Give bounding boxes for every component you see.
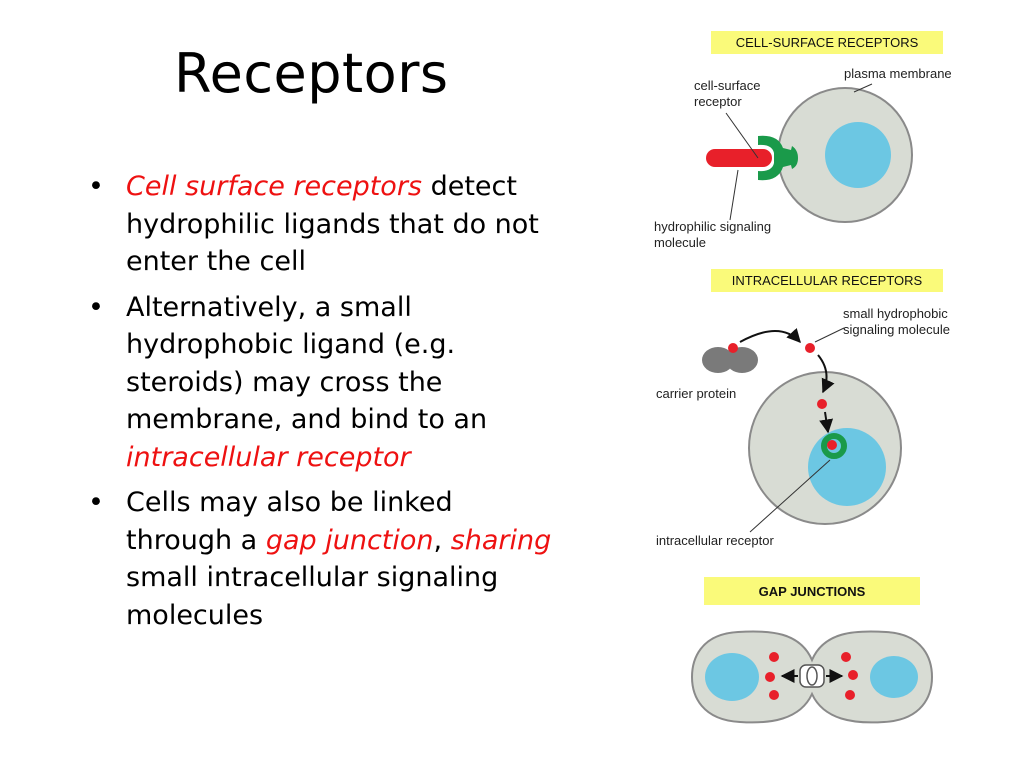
label-cell-surface-receptor-2: receptor xyxy=(694,94,742,109)
panel-3-header-box xyxy=(704,577,920,605)
arrow-release xyxy=(739,327,801,344)
bullet-marker: • xyxy=(88,291,104,323)
panel-gap-junctions: GAP JUNCTIONS xyxy=(690,577,934,724)
ligand-in-cytoplasm xyxy=(817,399,827,409)
gap-junction-pore xyxy=(806,666,818,686)
label-small-hydrophobic-2: signaling molecule xyxy=(843,322,950,337)
panel-2-header-box xyxy=(711,269,943,292)
signal-molecule-r1 xyxy=(841,652,851,662)
carrier-protein-left xyxy=(702,347,734,373)
panel-1-header: CELL-SURFACE RECEPTORS xyxy=(736,35,919,50)
leader-receptor xyxy=(725,112,759,159)
label-small-hydrophobic-1: small hydrophobic xyxy=(843,306,948,321)
arrow-to-receptor xyxy=(819,411,834,434)
bullet-marker: • xyxy=(88,487,104,518)
signal-molecule-l2 xyxy=(765,672,775,682)
bullet-2-emphasis: intracellular receptor xyxy=(126,441,411,473)
bullet-item-intracellular: • Alternatively, a small hydrophobic lig… xyxy=(88,289,558,477)
leader-intracellular xyxy=(749,459,831,533)
arrow-entry xyxy=(817,354,835,394)
carrier-protein-right xyxy=(726,347,758,373)
signal-molecule-r2 xyxy=(848,670,858,680)
label-carrier-protein: carrier protein xyxy=(656,386,736,401)
signal-molecule-l1 xyxy=(769,652,779,662)
receptor-figure: CELL-SURFACE RECEPTORS cell-surface rece… xyxy=(640,20,1024,740)
label-hydrophilic-molecule-2: molecule xyxy=(654,235,706,250)
bullet-item-cell-surface: • Cell surface receptors detect hydrophi… xyxy=(88,168,558,281)
free-ligand xyxy=(805,343,815,353)
ligand-on-carrier xyxy=(728,343,738,353)
cell-surface-receptor-shape xyxy=(758,135,798,181)
receptor-diagram-svg: CELL-SURFACE RECEPTORS cell-surface rece… xyxy=(654,31,952,724)
nucleus-2 xyxy=(808,428,886,506)
leader-molecule xyxy=(729,169,739,221)
nucleus-left xyxy=(705,653,759,701)
label-intracellular-receptor: intracellular receptor xyxy=(656,533,774,548)
panel-cell-surface: CELL-SURFACE RECEPTORS cell-surface rece… xyxy=(654,31,952,250)
panel-2-header: INTRACELLULAR RECEPTORS xyxy=(732,273,923,288)
bullet-1-emphasis: Cell surface receptors xyxy=(126,171,422,202)
bullet-3-text-a: Cells may also be linked through a xyxy=(126,487,453,556)
panel-intracellular: INTRACELLULAR RECEPTORS small hydrophobi… xyxy=(656,269,950,548)
label-plasma-membrane: plasma membrane xyxy=(844,66,952,81)
bullet-item-gap-junction: • Cells may also be linked through a gap… xyxy=(88,484,558,634)
nucleus-right xyxy=(870,656,918,698)
bullet-3-text-c: small intracellular signaling molecules xyxy=(126,562,499,631)
bullet-3-text-b: , xyxy=(433,524,451,556)
panel-3-header: GAP JUNCTIONS xyxy=(759,584,866,599)
bullet-1-text: detect hydrophilic ligands that do not e… xyxy=(126,171,539,277)
bullet-3-emphasis-sharing: sharing xyxy=(450,524,552,556)
hydrophilic-ligand-shape xyxy=(706,149,772,167)
bullet-2-text: Alternatively, a small hydrophobic ligan… xyxy=(126,291,488,436)
signal-molecule-l3 xyxy=(769,690,779,700)
slide-title: Receptors xyxy=(174,42,449,105)
leader-membrane xyxy=(853,83,873,93)
bullet-marker: • xyxy=(88,171,104,202)
nucleus-1 xyxy=(825,122,891,188)
leader-small-molecule xyxy=(814,327,845,343)
panel-1-header-box xyxy=(711,31,943,54)
signal-molecule-r3 xyxy=(845,690,855,700)
bullet-list: • Cell surface receptors detect hydrophi… xyxy=(88,168,558,642)
ligand-bound xyxy=(827,440,837,450)
label-cell-surface-receptor-1: cell-surface xyxy=(694,78,760,93)
intracellular-receptor-shape xyxy=(821,433,847,459)
gap-junction-channel xyxy=(799,664,825,688)
bullet-3-emphasis-gap-junction: gap junction xyxy=(265,524,434,556)
label-hydrophilic-molecule-1: hydrophilic signaling xyxy=(654,219,771,234)
